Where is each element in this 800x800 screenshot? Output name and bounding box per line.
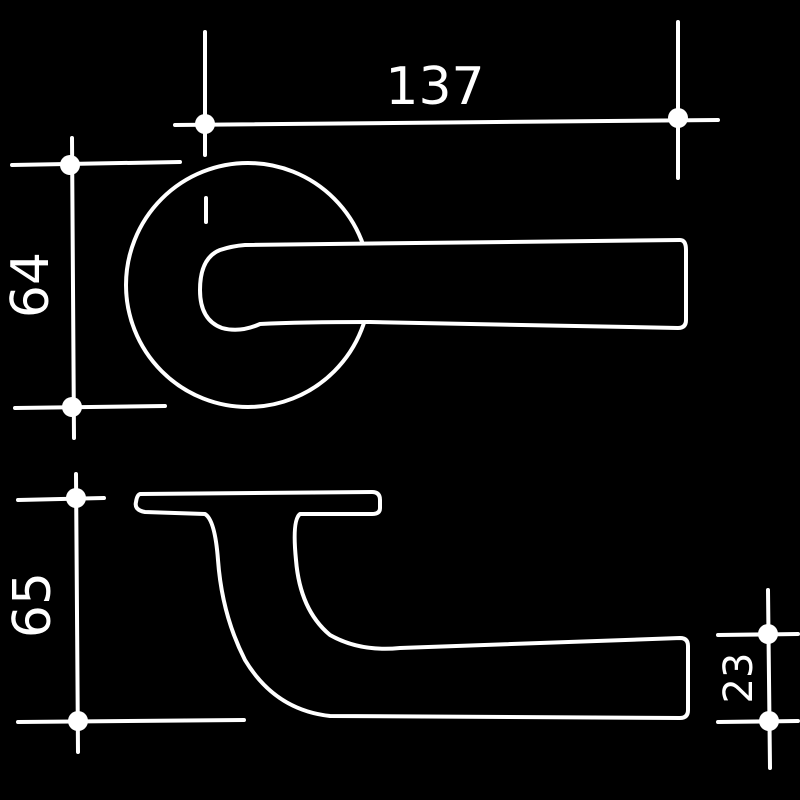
dimension-dot (66, 488, 86, 508)
dimension-rose-diameter-label: 64 (1, 252, 61, 318)
dimension-dot (62, 397, 82, 417)
side-view (133, 490, 690, 720)
dimension-dot (60, 155, 80, 175)
dimension-length-label: 137 (385, 57, 484, 117)
top-view (124, 161, 688, 409)
dimension-length: 137 (173, 20, 720, 180)
dimension-grip-height-label: 23 (716, 653, 762, 704)
dimension-dot (195, 114, 215, 134)
dimension-dot (668, 108, 688, 128)
dimension-projection: 65 (3, 472, 246, 754)
lever-side-view (133, 490, 690, 720)
dimension-projection-label: 65 (3, 572, 63, 638)
dimension-grip-height: 23 (716, 588, 800, 770)
dimension-rose-diameter: 64 (1, 136, 182, 440)
dimension-dot (758, 624, 778, 644)
lever-top-view (198, 238, 688, 332)
dimension-dot (68, 711, 88, 731)
dimension-dot (759, 711, 779, 731)
